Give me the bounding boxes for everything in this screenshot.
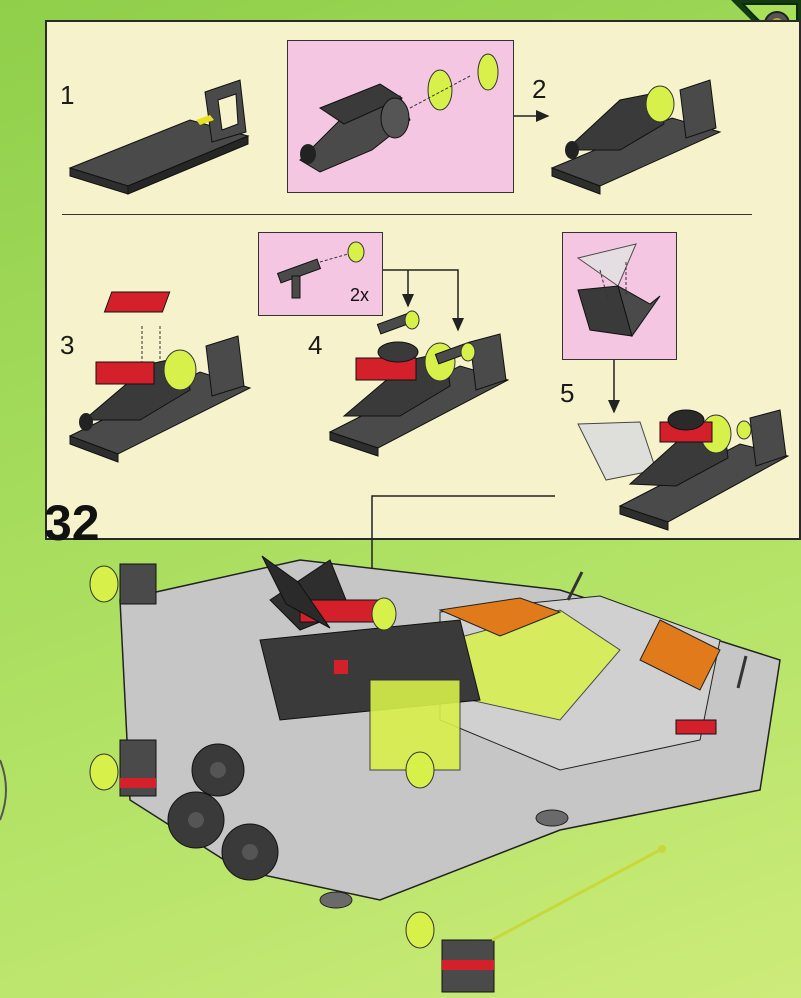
step4-model (328, 310, 510, 457)
step5-callout-parts (576, 243, 661, 338)
panel-divider (62, 214, 752, 215)
step4-callout-parts (276, 241, 365, 299)
substep-number-5: 5 (560, 378, 575, 408)
substep-number-2: 2 (532, 74, 547, 104)
page-edge-fragment (0, 759, 7, 821)
step3-model (68, 291, 252, 463)
substep-number-3: 3 (60, 330, 75, 360)
main-model (89, 555, 781, 993)
step2-model (550, 79, 722, 195)
step2-callout-parts (299, 53, 499, 173)
substep-number-4: 4 (308, 330, 323, 360)
substep-number-1: 1 (60, 80, 75, 110)
quantity-label: 2x (350, 285, 370, 305)
step5-model (577, 409, 790, 531)
step1-model (68, 79, 250, 195)
main-step-number: 32 (44, 495, 100, 551)
